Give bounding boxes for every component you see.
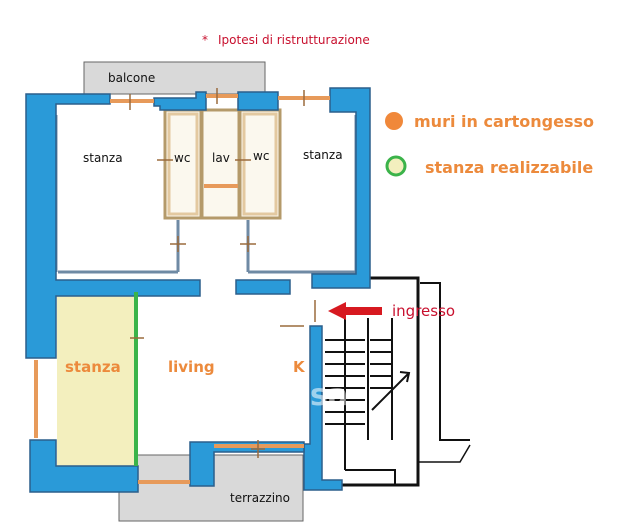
room-label-kitchen: K [293,358,306,376]
room-label-wc-right: wc [253,149,269,163]
door-symbols [129,88,316,458]
legend-label-new-room: stanza realizzabile [425,158,593,177]
watermark: casa [226,376,348,413]
room-label-lav: lav [212,151,230,165]
room-label-stanza-left: stanza [83,151,123,165]
green-ring-icon [385,155,407,177]
balcone-area [83,61,266,95]
room-label-living: living [168,358,215,376]
room-label-wc-left: wc [174,151,190,165]
room-label-stanza-new: stanza [65,358,121,376]
room-label-stanza-right: stanza [303,148,343,162]
room-label-terrazzino: terrazzino [230,491,290,505]
watermark-logo-icon [226,376,262,412]
legend: muri in cartongesso stanza realizzabile [385,112,594,177]
wet-room-inner-lines [167,112,278,216]
wet-rooms [163,108,282,220]
watermark-text: casa [272,378,348,413]
entrance-arrow-icon [328,302,382,320]
entrance-label: ingresso [392,302,455,320]
stanza-realizzabile-area [57,292,135,467]
plan-title: Ipotesi di ristrutturazione [218,33,370,47]
title-asterisk: * [202,33,208,47]
room-label-balcone: balcone [108,71,155,85]
legend-label-drywall: muri in cartongesso [414,112,594,131]
orange-dot-icon [385,112,403,130]
